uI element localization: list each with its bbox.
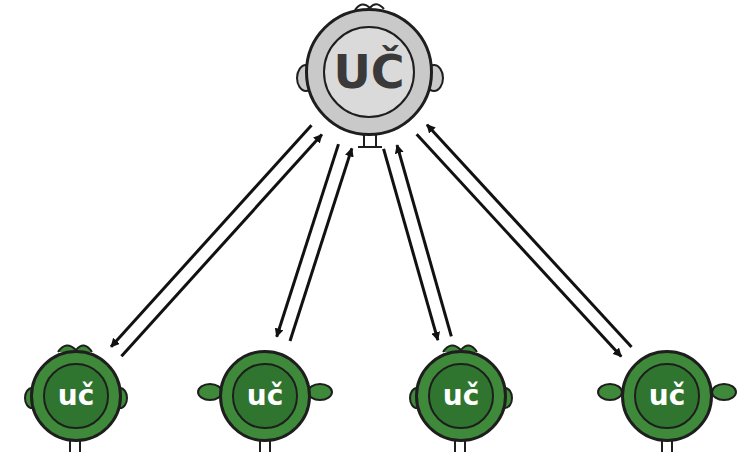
arrow-connector <box>277 144 339 337</box>
node-label: uč <box>247 382 284 410</box>
node-label: UČ <box>333 49 404 95</box>
node-label: uč <box>649 382 686 410</box>
teacher-circle: UČ <box>305 8 433 136</box>
pupil-circle: uč <box>30 350 122 442</box>
arrow-connector <box>427 125 632 347</box>
node-label: uč <box>443 382 480 410</box>
arrow-connector <box>397 145 451 336</box>
arrow-connector <box>417 134 622 356</box>
arrow-connector <box>111 125 311 347</box>
arrow-connector <box>290 148 352 341</box>
arrow-connector <box>384 149 438 340</box>
arrow-connector <box>121 135 321 357</box>
pupil-details <box>25 345 736 452</box>
pupil-circle: uč <box>621 350 713 442</box>
node-label: uč <box>58 382 95 410</box>
pupil-circle: uč <box>219 350 311 442</box>
pupil-circle: uč <box>415 350 507 442</box>
